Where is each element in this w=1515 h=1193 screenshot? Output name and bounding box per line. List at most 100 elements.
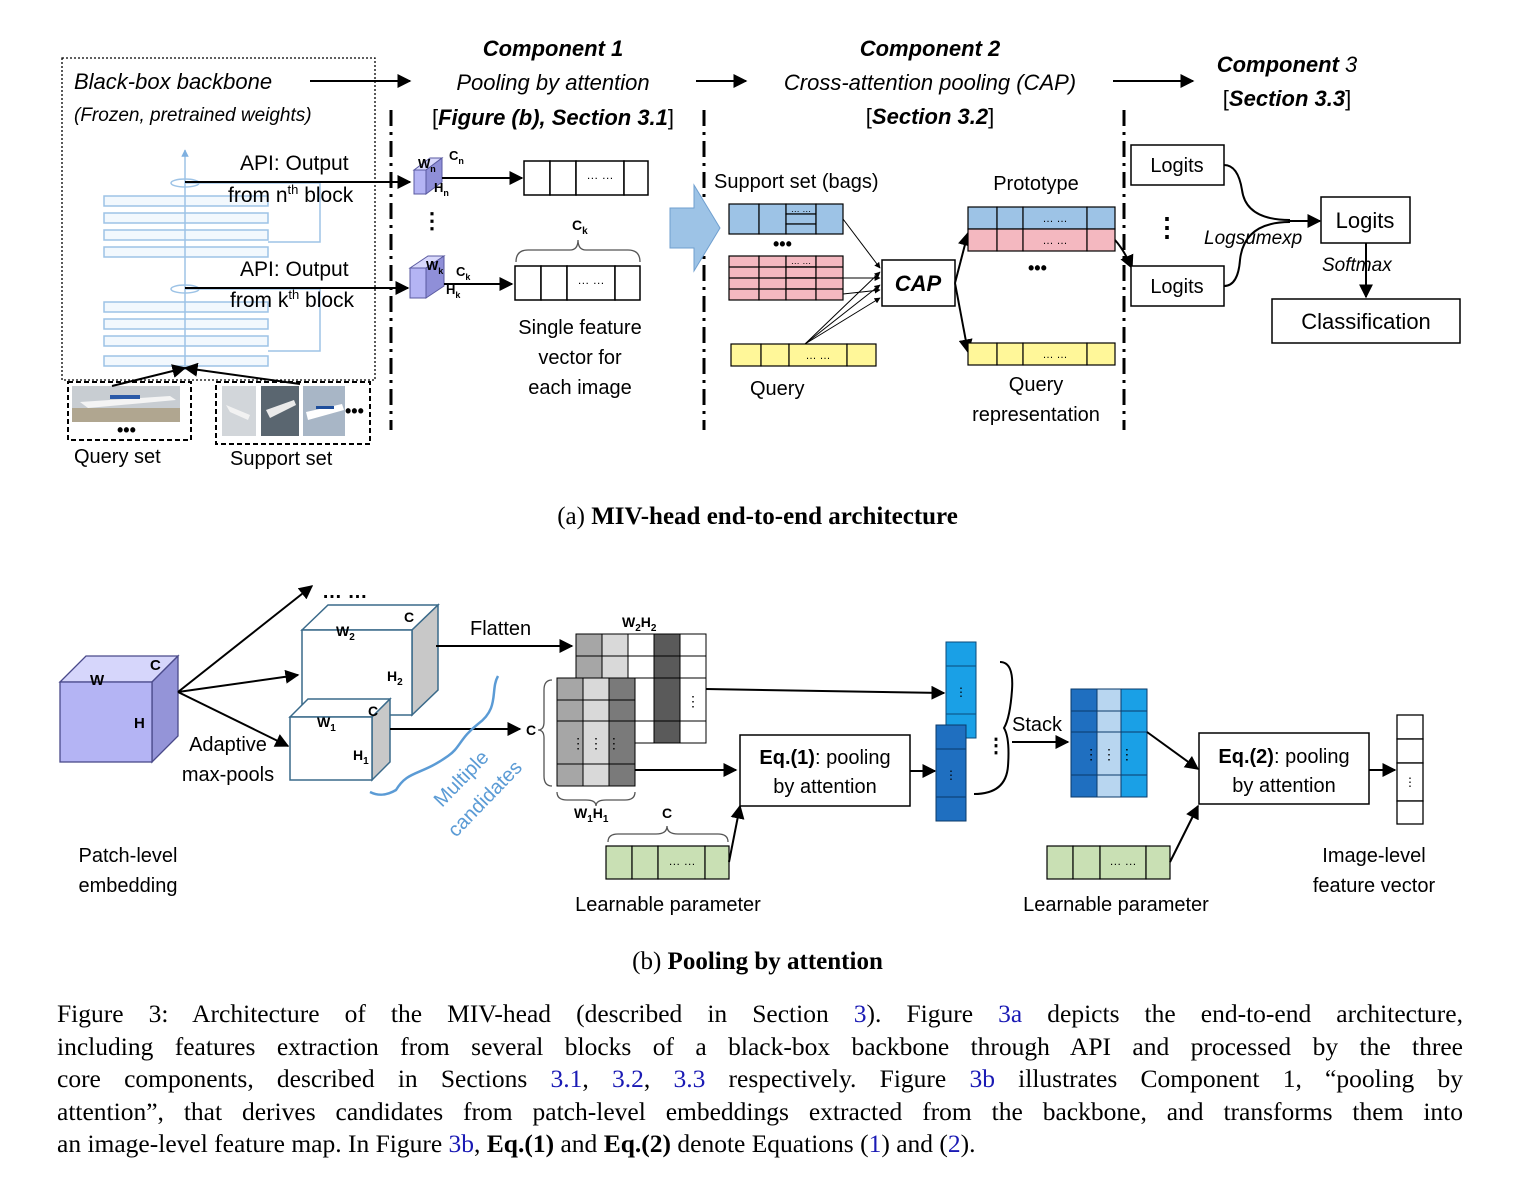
- query-representation-dots: … …: [1042, 349, 1067, 361]
- query-rep-line-1: Query: [1009, 374, 1063, 396]
- prototype-ellipsis: •••: [1028, 258, 1047, 278]
- patch-cube-c: C: [150, 657, 161, 674]
- adaptive-label-1: Adaptive: [189, 734, 267, 756]
- component-1-reference: [Figure (b), Section 3.1]: [432, 105, 674, 130]
- api-k-label-2: from kth block: [230, 287, 355, 312]
- box1-h: H1: [353, 747, 369, 767]
- caption-line-4: attention”, that derives candidates from…: [57, 1096, 1463, 1126]
- subcaption-b: (b) Pooling by attention: [0, 948, 1515, 976]
- query-rep-line-2: representation: [972, 404, 1100, 426]
- ref-section-3[interactable]: 3: [853, 999, 867, 1028]
- w1h1-dots: ⋮ ⋮ ⋮: [571, 735, 621, 751]
- box2-h: H2: [387, 668, 403, 688]
- cube-vertical-ellipsis: ⋮: [421, 208, 443, 233]
- c-top-brace: [607, 825, 729, 843]
- w2h2-dots: ⋮: [686, 693, 700, 709]
- learnable-param-1-label: Learnable parameter: [575, 894, 761, 916]
- learnable-param-2-label: Learnable parameter: [1023, 894, 1209, 916]
- query-to-backbone-arrow: [111, 364, 187, 387]
- component-2-title: Component 2: [860, 36, 1001, 61]
- backbone-title: Black-box backbone: [74, 69, 272, 94]
- grid2-to-vector-arrow: [705, 685, 946, 700]
- logsumexp-curves: [1223, 164, 1291, 287]
- vector-dark-blue: [935, 724, 967, 822]
- ref-section-3-2[interactable]: 3.2: [611, 1064, 644, 1093]
- support-ellipsis: •••: [345, 401, 364, 421]
- box2-c: C: [404, 609, 414, 625]
- learnable-param-2: [1046, 845, 1171, 880]
- patch-label-2: embedding: [79, 875, 178, 897]
- learnable-param-2-dots: … …: [1109, 854, 1136, 868]
- query-ellipsis: •••: [117, 420, 136, 440]
- caption-line-1: Figure 3: Architecture of the MIV-head (…: [57, 999, 1463, 1028]
- cap-to-prototype-arrow: [954, 231, 972, 284]
- logsumexp-label: Logsumexp: [1204, 228, 1302, 249]
- cube-n-w: Wn: [418, 156, 436, 174]
- ref-section-3-3[interactable]: 3.3: [673, 1064, 706, 1093]
- multiple-candidates-brace: [369, 675, 500, 796]
- image-level-label-2: feature vector: [1313, 875, 1436, 897]
- pooled-box-1: [288, 697, 392, 782]
- subcaption-b-prefix: (b): [632, 948, 668, 975]
- c-left-label: C: [526, 722, 536, 738]
- api-k-label-1: API: Output: [240, 258, 349, 281]
- vector-light-blue-dots: ⋮: [955, 685, 967, 699]
- ck-label: Ck: [572, 217, 588, 237]
- logits-bottom-label: Logits: [1150, 276, 1203, 298]
- eq1-box: [739, 734, 911, 807]
- logits-top-label: Logits: [1150, 155, 1203, 177]
- patch-label-1: Patch-level: [79, 845, 178, 867]
- query-plane-image: [72, 386, 180, 422]
- vector-light-blue: [945, 641, 977, 739]
- cap-box: [881, 259, 956, 307]
- pool-arrow-up: [177, 585, 314, 693]
- single-feature-line-3: each image: [528, 377, 631, 399]
- vector-between-dots: ⋮: [986, 735, 1006, 757]
- big-blue-arrow: [669, 183, 721, 273]
- cap-input-arrows: [804, 218, 881, 345]
- patch-cube-h: H: [134, 715, 145, 732]
- ck-brace: [515, 239, 641, 263]
- caption-line-2: including features extraction from sever…: [57, 1031, 1463, 1061]
- figure-a: Black-box backbone (Frozen, pretrained w…: [61, 36, 1461, 470]
- support-bags-label: Support set (bags): [714, 171, 879, 193]
- softmax-label: Softmax: [1322, 255, 1393, 276]
- ref-figure-3a[interactable]: 3a: [998, 999, 1023, 1028]
- eq1-line-1: Eq.(1): pooling: [759, 747, 890, 769]
- box2-w: W2: [336, 623, 355, 643]
- subcaption-a-title: MIV-head end-to-end architecture: [591, 503, 958, 530]
- pool-arrow-mid: [177, 669, 300, 693]
- ref-figure-3b-2[interactable]: 3b: [448, 1129, 475, 1158]
- ref-equation-2[interactable]: 2: [947, 1129, 961, 1158]
- eq2-box: [1198, 732, 1370, 805]
- support-bag-pink: [728, 255, 844, 301]
- proto-to-logits-arrows: [1114, 239, 1134, 270]
- subcaption-b-title: Pooling by attention: [667, 948, 883, 975]
- pool-arrow-down: [177, 691, 290, 747]
- logits-vertical-ellipsis: ⋮: [1154, 212, 1180, 242]
- query-label: Query: [750, 378, 804, 400]
- cube-n: [412, 157, 444, 195]
- ref-figure-3b[interactable]: 3b: [969, 1064, 995, 1093]
- image-level-label-1: Image-level: [1322, 845, 1425, 867]
- vector-dark-blue-dots: ⋮: [945, 768, 957, 782]
- flatten-label: Flatten: [470, 618, 531, 640]
- cube-k: [408, 255, 446, 299]
- output-vector-dots: ⋮: [1404, 775, 1416, 789]
- feature-vector-n: [523, 160, 649, 196]
- eq2-line-2: by attention: [1232, 775, 1335, 797]
- subcaption-a: (a) MIV-head end-to-end architecture: [0, 503, 1515, 531]
- ref-equation-1[interactable]: 1: [868, 1129, 882, 1158]
- matrix-to-eq2-arrow: [1146, 731, 1200, 770]
- eq2-line-1: Eq.(2): pooling: [1218, 746, 1349, 768]
- single-feature-line-2: vector for: [538, 347, 622, 369]
- feature-vector-k-dots: … …: [577, 273, 604, 287]
- feature-vector-n-dots: … …: [586, 168, 613, 182]
- api-n-label-2: from nth block: [228, 182, 354, 207]
- patch-cube-w: W: [90, 672, 105, 689]
- cube-n-h: Hn: [434, 180, 449, 198]
- support-bag-ellipsis: •••: [773, 234, 792, 254]
- component-2-subtitle: Cross-attention pooling (CAP): [784, 70, 1076, 95]
- component-3-reference: [Section 3.3]: [1223, 86, 1351, 111]
- ref-section-3-1[interactable]: 3.1: [550, 1064, 583, 1093]
